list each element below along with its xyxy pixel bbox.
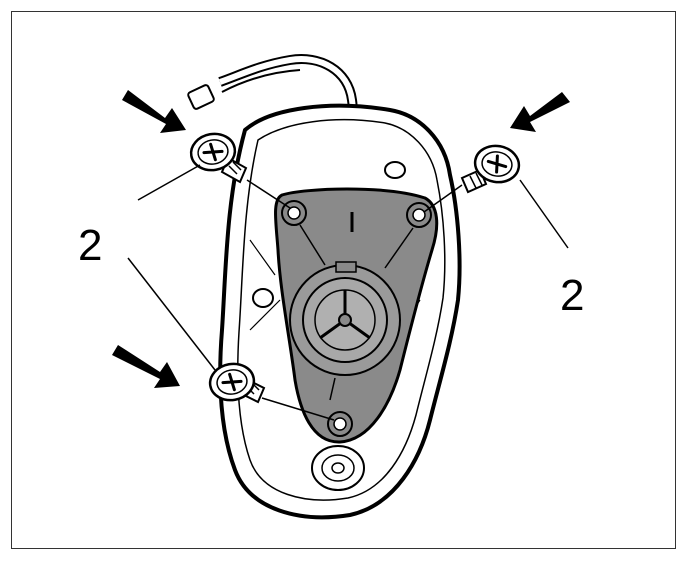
bold-arrow-icon	[112, 90, 570, 388]
leader-lines	[127, 164, 569, 371]
motor-plate	[274, 187, 439, 444]
callout-label-left: 2	[78, 221, 103, 270]
screw-right	[460, 140, 524, 194]
alignment-lines	[246, 179, 463, 421]
screw-top-left	[186, 128, 248, 184]
callout-label-right: 2	[560, 271, 585, 320]
screw-bottom-left	[205, 358, 266, 406]
